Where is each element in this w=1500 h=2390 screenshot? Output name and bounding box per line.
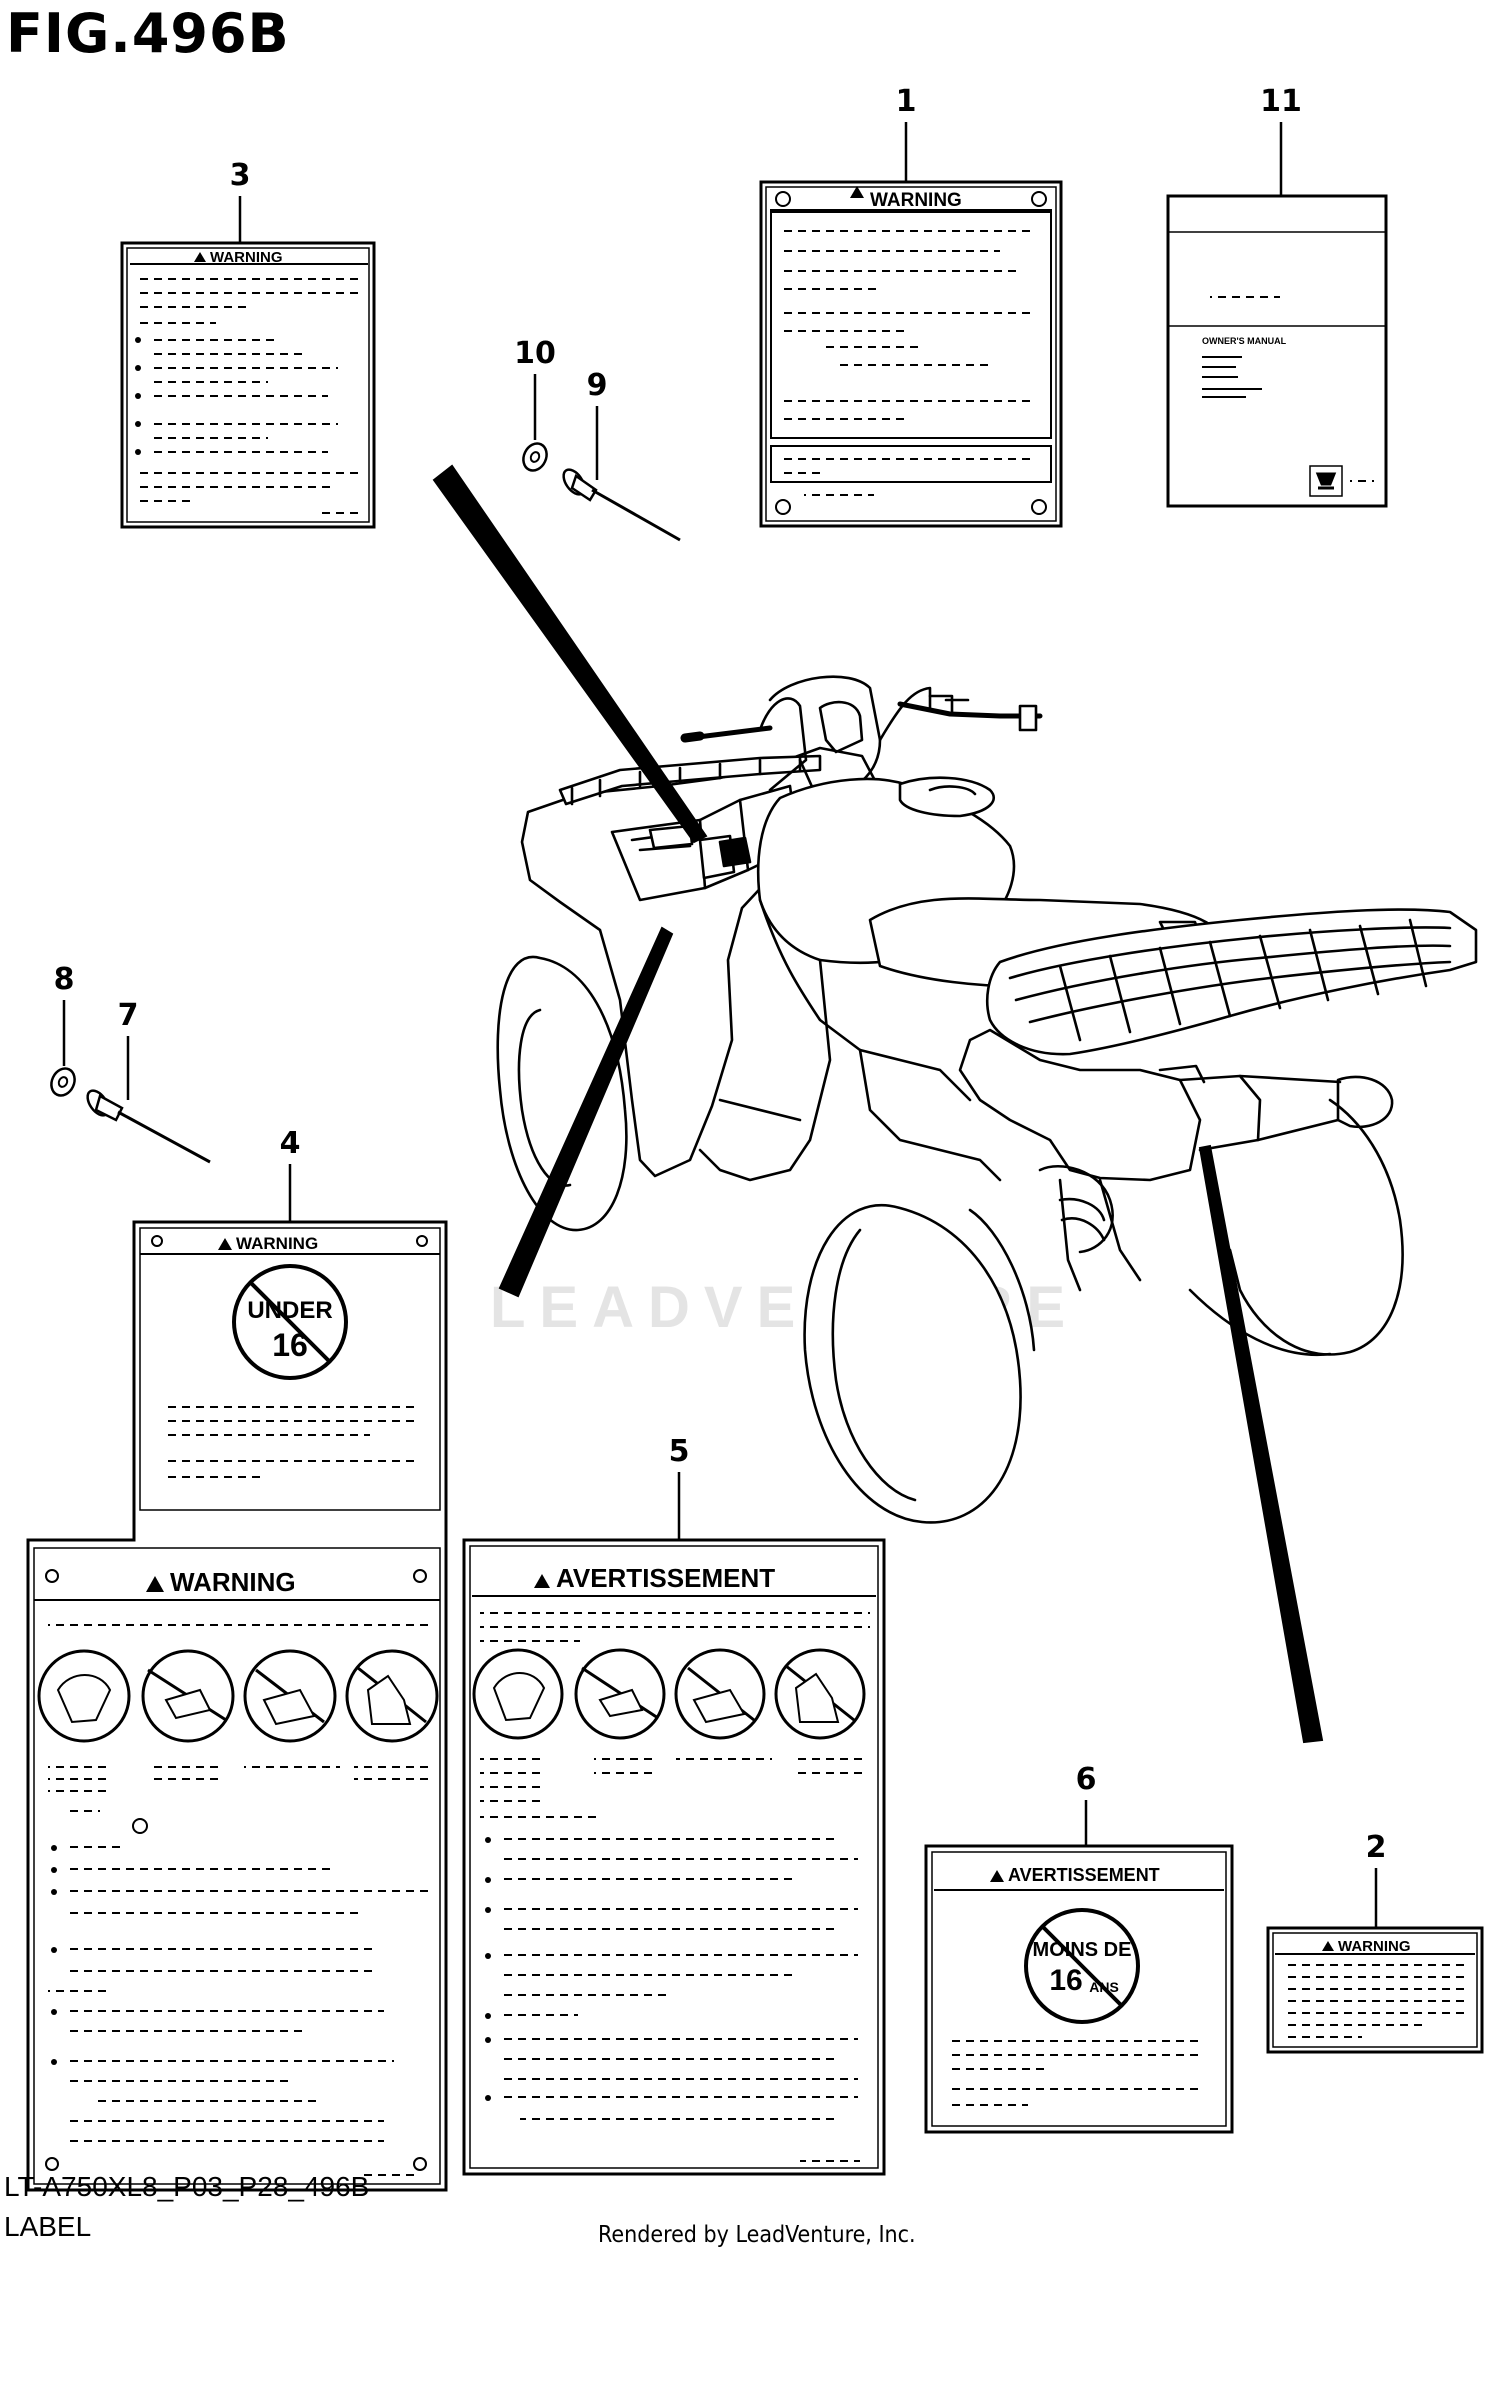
warning-triangle-icon bbox=[850, 186, 864, 198]
owners-manual-text: OWNER'S MANUAL bbox=[1202, 336, 1287, 346]
age16-text-fr: 16 bbox=[1049, 1964, 1082, 1997]
pictogram-row-4 bbox=[37, 1649, 439, 1743]
rendered-by-credit: Rendered by LeadVenture, Inc. bbox=[598, 2222, 916, 2248]
rear-left-wheel bbox=[803, 1203, 1036, 1524]
pointer-bar-left bbox=[498, 926, 674, 1298]
rivet-7 bbox=[86, 1089, 211, 1164]
pointer-bar-right bbox=[1198, 1144, 1324, 1744]
callout-2: 2 bbox=[1365, 1830, 1387, 1865]
label-4-warning-text: WARNING bbox=[236, 1234, 318, 1253]
callout-3: 3 bbox=[229, 158, 251, 193]
callout-7: 7 bbox=[117, 998, 139, 1033]
part-label-4: WARNING UNDER 16 WARNING bbox=[26, 1220, 448, 2192]
rear-right-wheel bbox=[1188, 1098, 1404, 1357]
rear-rack bbox=[986, 908, 1478, 1056]
atv-illustration bbox=[496, 675, 1478, 1524]
part-owners-manual-11: OWNER'S MANUAL bbox=[1166, 194, 1388, 508]
warning-triangle-icon bbox=[218, 1238, 232, 1250]
part-label-5: AVERTISSEMENT bbox=[462, 1538, 886, 2176]
label-4b-warning-text: WARNING bbox=[170, 1567, 296, 1597]
middle-frame bbox=[698, 898, 1142, 1292]
under-text: UNDER bbox=[247, 1297, 332, 1324]
warning-triangle-icon bbox=[1322, 1941, 1334, 1951]
suzuki-logo-icon bbox=[1315, 472, 1337, 490]
no-under-16-icon: MOINS DE 16 ANS bbox=[1024, 1908, 1140, 2024]
callout-1: 1 bbox=[895, 84, 917, 119]
callout-11: 11 bbox=[1260, 84, 1302, 119]
rivet-9 bbox=[562, 468, 681, 542]
moins-de-text: MOINS DE bbox=[1033, 1939, 1132, 1961]
part-label-3: WARNING bbox=[120, 241, 376, 529]
pictogram-row-5 bbox=[472, 1648, 866, 1740]
washer-8 bbox=[50, 1067, 76, 1097]
age16-text: 16 bbox=[272, 1327, 308, 1363]
ans-text: ANS bbox=[1089, 1979, 1119, 1995]
callout-9: 9 bbox=[586, 368, 608, 403]
callout-5: 5 bbox=[668, 1434, 690, 1469]
warning-triangle-icon bbox=[194, 252, 206, 262]
washer-10 bbox=[522, 442, 548, 472]
no-under-16-icon: UNDER 16 bbox=[232, 1264, 348, 1380]
model-code: LT-A750XL8_P03_P28_496B bbox=[4, 2171, 370, 2202]
group-label: LABEL bbox=[4, 2211, 92, 2242]
callout-10: 10 bbox=[514, 336, 556, 371]
callout-8: 8 bbox=[53, 962, 75, 997]
rear-body bbox=[958, 1028, 1394, 1182]
front-rack bbox=[558, 754, 822, 806]
label-2-warning-text: WARNING bbox=[1338, 1938, 1411, 1955]
warning-triangle-icon bbox=[990, 1870, 1004, 1882]
pointer-bar-upper bbox=[432, 464, 708, 844]
label-1-warning-text: WARNING bbox=[870, 190, 962, 211]
warning-triangle-icon bbox=[534, 1574, 550, 1588]
warning-triangle-icon bbox=[146, 1576, 164, 1592]
part-label-1: WARNING bbox=[759, 180, 1063, 528]
callout-4: 4 bbox=[279, 1126, 301, 1161]
part-label-2: WARNING bbox=[1266, 1926, 1484, 2054]
front-left-wheel bbox=[496, 955, 628, 1232]
label-6-avertissement-text: AVERTISSEMENT bbox=[1008, 1865, 1160, 1885]
figure-title: FIG.496B bbox=[6, 2, 290, 65]
label-5-avertissement-text: AVERTISSEMENT bbox=[556, 1563, 775, 1593]
callout-6: 6 bbox=[1075, 1762, 1097, 1797]
label-3-warning-text: WARNING bbox=[210, 249, 283, 266]
leader-lines bbox=[62, 122, 1378, 1928]
part-label-6: AVERTISSEMENT MOINS DE 16 ANS bbox=[924, 1844, 1234, 2134]
